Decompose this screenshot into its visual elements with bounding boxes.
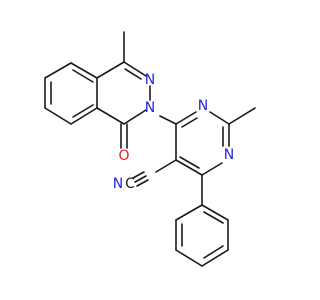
bond-benzo-inner-1	[72, 69, 94, 83]
bond-ph-4	[175, 249, 203, 267]
bond-ph-6	[175, 204, 203, 221]
bond-nitrile-b	[132, 171, 145, 179]
bond-ph-3	[201, 249, 229, 267]
bond-c4a-c4	[96, 61, 125, 79]
bond-c1-c8a	[96, 107, 125, 125]
bond-benzo-2	[44, 62, 72, 79]
atom-o-carbonyl: O	[118, 148, 129, 164]
bond-n2-pyrimidine	[159, 115, 177, 125]
atom-n-phthalazine-lower: N	[145, 100, 155, 116]
molecule-diagram: N N O N N N C	[44, 31, 256, 267]
bond-pyr-c4-n3	[175, 111, 197, 125]
bond-benzo-4	[44, 107, 72, 125]
bond-nitrile-c	[136, 179, 149, 187]
atom-c-nitrile: C	[125, 176, 135, 192]
bond-benzo-inner-3	[72, 104, 94, 118]
bond-c4-n3-double	[124, 68, 142, 80]
bond-pyr-c6-c5-double	[179, 156, 200, 169]
molecule-svg: N N O N N N C	[44, 31, 256, 267]
atom-labels: N N O N N N C	[113, 72, 234, 192]
atom-n-pyrimidine-top: N	[198, 98, 208, 114]
bond-ph-inner-1	[203, 211, 224, 224]
bond-c5-nitrile	[155, 159, 177, 173]
atom-n-phthalazine-upper: N	[145, 72, 155, 88]
bond-benzo-5	[70, 107, 98, 125]
bonds	[44, 31, 256, 267]
atom-n-nitrile: N	[113, 176, 123, 192]
bond-ph-1	[201, 204, 229, 221]
bond-nitrile-a	[134, 175, 147, 183]
bond-pyr-n1-c6	[201, 162, 223, 176]
bond-ph-inner-2	[203, 245, 224, 259]
bond-pyr-n3-c2	[209, 111, 230, 125]
bond-n2-c1	[123, 109, 147, 125]
bond-pyr-c6-c5	[175, 159, 203, 176]
bond-benzo-1	[70, 62, 98, 79]
bond-pyr-c4-n3-double	[181, 117, 198, 128]
bond-methyl-pyrimidine	[228, 107, 256, 125]
atom-n-pyrimidine-right: N	[224, 147, 234, 163]
bond-c4-n3	[123, 61, 147, 77]
